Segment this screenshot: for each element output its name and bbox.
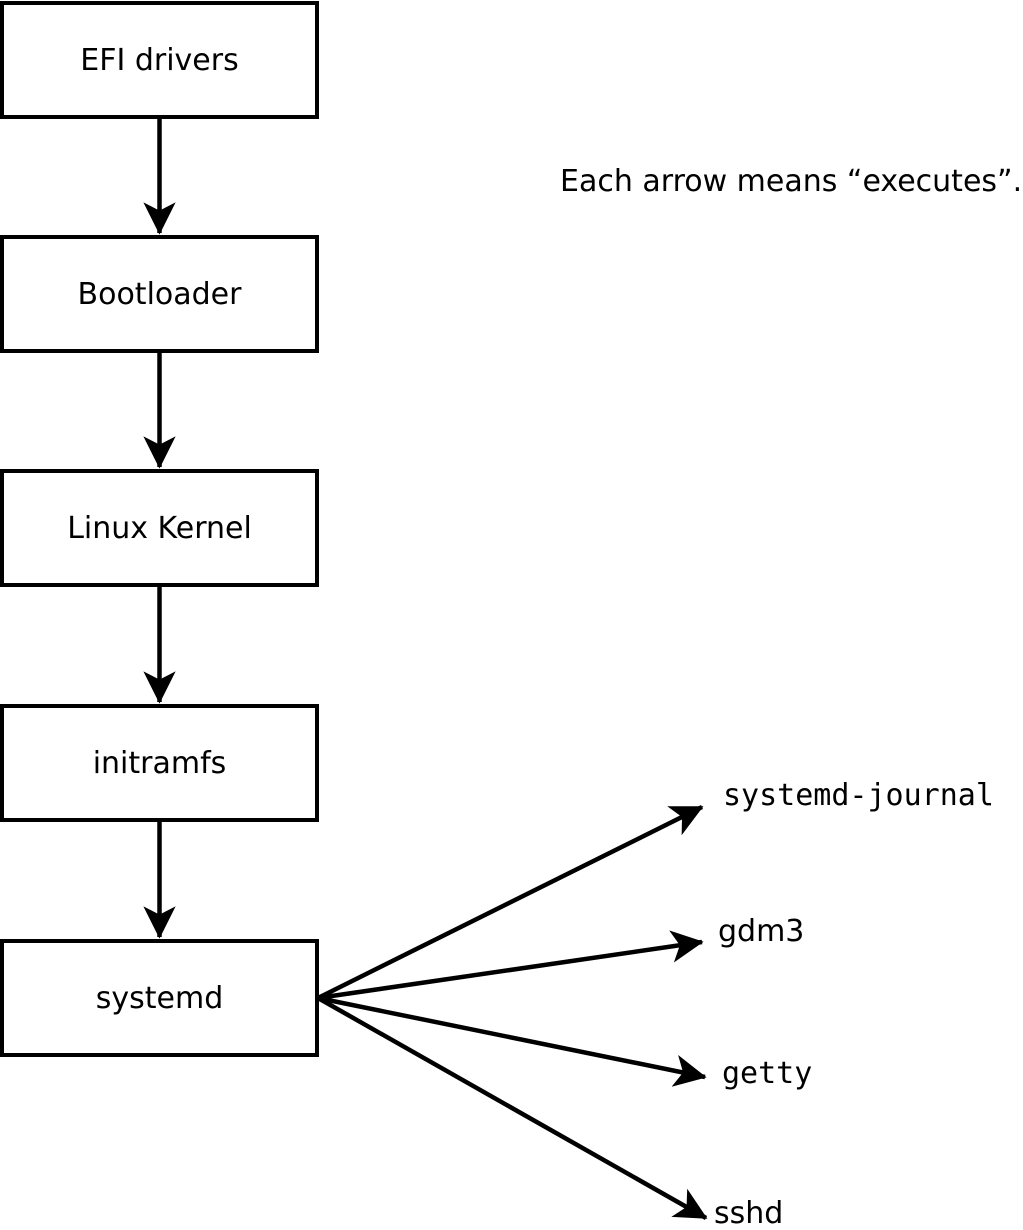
target-label-sshd: sshd (714, 1196, 784, 1230)
box-label: Bootloader (77, 276, 242, 312)
box-label: EFI drivers (80, 42, 239, 78)
arrow-systemd-to-gdm3 (317, 930, 704, 1001)
flow-box-initramfs: initramfs (0, 704, 319, 822)
flow-box-linux-kernel: Linux Kernel (0, 469, 319, 587)
box-label: initramfs (92, 745, 227, 781)
arrow-systemd-to-sshd (316, 996, 708, 1220)
target-label-gdm3: gdm3 (718, 914, 805, 949)
target-label-getty: getty (722, 1056, 813, 1091)
flow-box-efi-drivers: EFI drivers (0, 1, 319, 119)
legend-text: Each arrow means “executes”. (560, 164, 1023, 199)
flow-box-bootloader: Bootloader (0, 235, 319, 353)
box-label: systemd (95, 980, 224, 1016)
target-label-systemd-journal: systemd-journal (723, 778, 994, 813)
arrow-systemd-to-getty (317, 995, 707, 1087)
box-label: Linux Kernel (67, 510, 252, 546)
flow-box-systemd: systemd (0, 939, 319, 1057)
arrow-systemd-to-journal (316, 804, 704, 1001)
